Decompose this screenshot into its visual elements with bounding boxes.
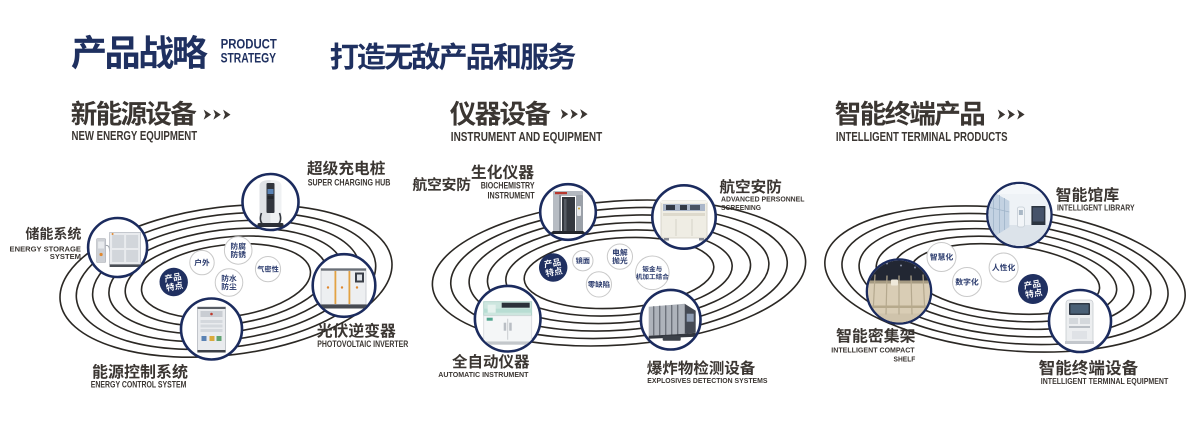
svg-text:AUTOMATIC INSTRUMENT: AUTOMATIC INSTRUMENT	[438, 370, 529, 379]
svg-text:INTELLIGENT COMPACT: INTELLIGENT COMPACT	[831, 345, 915, 354]
svg-text:ENERGY STORAGE: ENERGY STORAGE	[10, 244, 81, 253]
svg-text:INTELLIGENT TERMINAL EQUIPMENT: INTELLIGENT TERMINAL EQUIPMENT	[1041, 376, 1169, 386]
svg-text:ENERGY CONTROL SYSTEM: ENERGY CONTROL SYSTEM	[91, 380, 187, 390]
svg-text:INSTRUMENT AND EQUIPMENT: INSTRUMENT AND EQUIPMENT	[451, 131, 602, 144]
svg-text:PRODUCT: PRODUCT	[221, 35, 277, 52]
svg-text:STRATEGY: STRATEGY	[221, 50, 277, 66]
svg-text:INTELLIGENT LIBRARY: INTELLIGENT LIBRARY	[1057, 203, 1135, 213]
svg-text:NEW ENERGY EQUIPMENT: NEW ENERGY EQUIPMENT	[72, 130, 198, 144]
svg-text:INTELLIGENT TERMINAL PRODUCTS: INTELLIGENT TERMINAL PRODUCTS	[836, 131, 1008, 145]
svg-text:SHELF: SHELF	[894, 356, 916, 363]
svg-text:EXPLOSIVES DETECTION SYSTEMS: EXPLOSIVES DETECTION SYSTEMS	[647, 376, 767, 385]
svg-text:INSTRUMENT: INSTRUMENT	[488, 189, 536, 200]
svg-text:SYSTEM: SYSTEM	[50, 252, 81, 261]
svg-text:ADVANCED PERSONNEL: ADVANCED PERSONNEL	[721, 194, 805, 203]
svg-text:SCREENING: SCREENING	[721, 204, 761, 212]
svg-text:PHOTOVOLTAIC INVERTER: PHOTOVOLTAIC INVERTER	[317, 339, 408, 349]
svg-text:BIOCHEMISTRY: BIOCHEMISTRY	[481, 179, 535, 190]
svg-text:SUPER CHARGING HUB: SUPER CHARGING HUB	[308, 178, 391, 188]
